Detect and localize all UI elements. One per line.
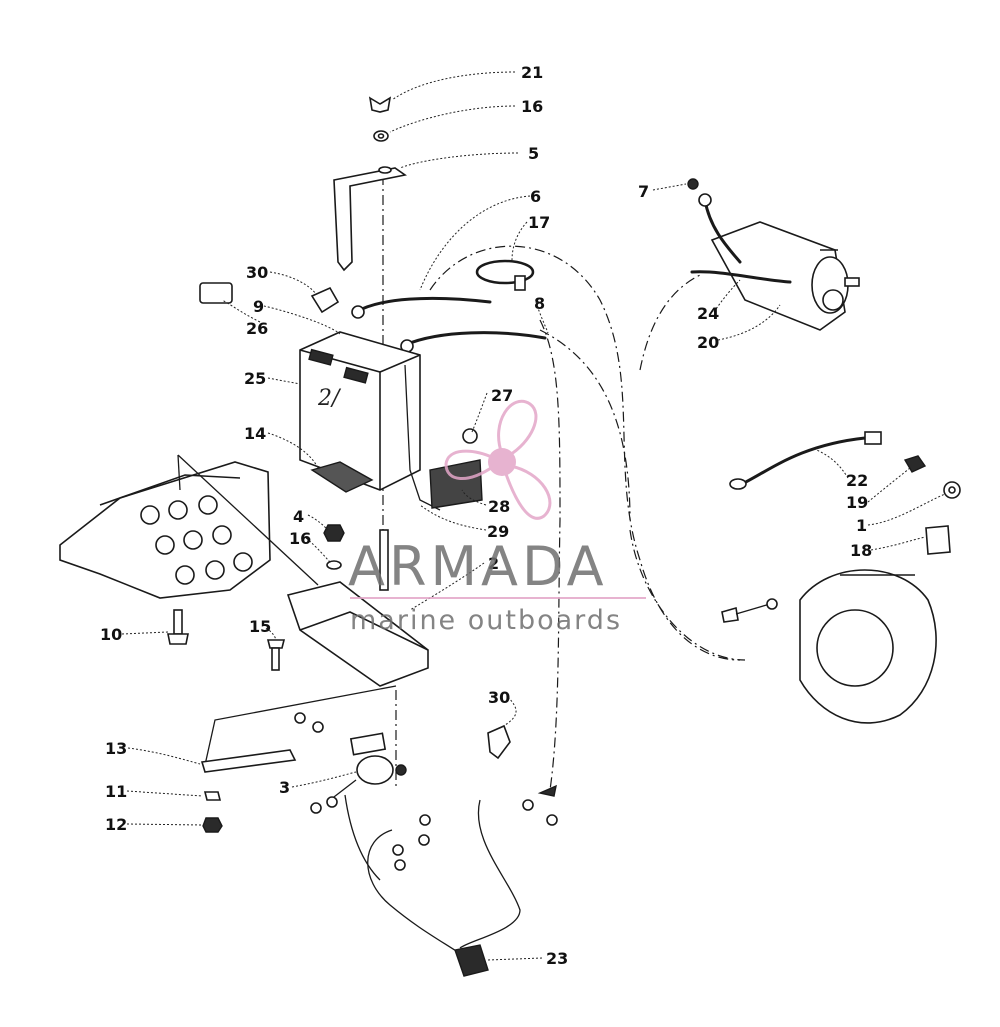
callout-30-lower: 30 [488,688,510,707]
small-nut-12 [202,817,223,833]
watermark-tagline: marine outboards [350,605,622,636]
callout-6: 6 [530,187,541,206]
callout-7: 7 [638,182,649,201]
callout-9: 9 [253,297,264,316]
callout-4: 4 [293,507,304,526]
leader-lines [121,71,946,961]
ignition-cable [729,431,882,490]
callout-13: 13 [105,739,127,758]
callout-18: 18 [850,541,872,560]
callout-12: 12 [105,815,127,834]
decal-plate [925,525,951,555]
callout-19: 19 [846,493,868,512]
tray-bolt [266,639,286,671]
battery-tray [286,529,429,687]
battery: 2/ [299,331,441,511]
callout-20: 20 [697,333,719,352]
flywheel-housing [799,569,937,724]
callout-10: 10 [100,625,122,644]
vent-fitting [462,428,478,444]
watermark: ARMADA marine outboards [348,400,646,636]
callout-25: 25 [244,369,266,388]
caution-decal [429,459,483,509]
starter-motor [690,193,860,331]
callout-28: 28 [488,497,510,516]
callout-22: 22 [846,471,868,490]
propeller-logo [444,400,552,520]
callout-5: 5 [528,144,539,163]
strap-cable [200,685,397,773]
terminal-cover-lower [487,724,511,760]
switch-nut [943,481,961,499]
callout-26: 26 [246,319,268,338]
battery-mat [310,461,374,493]
callout-labels: 21 16 5 6 17 7 30 9 26 8 24 20 25 27 14 … [100,63,872,968]
mounting-frame [59,454,319,599]
callout-27: 27 [491,386,513,405]
wire-routes [382,175,746,791]
callout-16-lower: 16 [289,529,311,548]
misc-hardware [294,712,558,871]
callout-30-upper: 30 [246,263,268,282]
callout-3: 3 [279,778,290,797]
tray-nut [323,524,345,542]
harness-cable [344,794,521,977]
label-plate-small [199,282,233,304]
watermark-rule [350,597,646,599]
callout-11: 11 [105,782,127,801]
callout-15: 15 [249,617,271,636]
ground-bolt [721,598,778,623]
watermark-brand: ARMADA [348,535,608,598]
callout-23: 23 [546,949,568,968]
callout-8: 8 [534,294,545,313]
callout-21: 21 [521,63,543,82]
tray-washer [326,560,342,570]
callout-2: 2 [488,554,499,573]
hose-clamp [475,259,535,291]
small-nut-11 [203,791,222,801]
callout-17: 17 [528,213,550,232]
switch [903,455,927,473]
terminal-cover-upper [310,286,340,314]
callout-24: 24 [697,304,719,323]
washer-top [373,130,389,142]
frame-bolt [167,609,189,645]
callout-16-upper: 16 [521,97,543,116]
svg-text:2/: 2/ [317,386,342,411]
starter-nut [687,178,699,190]
solenoid [329,732,407,801]
wing-nut [368,96,392,113]
battery-cables [351,296,547,353]
callout-1: 1 [856,516,867,535]
callout-14: 14 [244,424,266,443]
battery-hold-down-bracket [333,166,407,272]
callout-29: 29 [487,522,509,541]
